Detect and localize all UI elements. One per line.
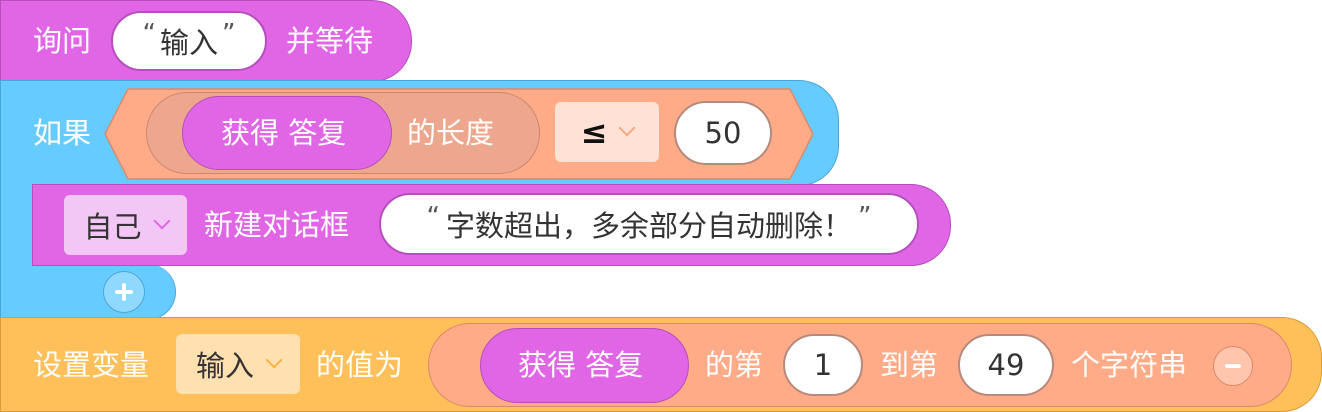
ask-block-label: 询问 xyxy=(33,24,92,58)
if-block-footer xyxy=(0,264,176,320)
answer-reporter[interactable] xyxy=(480,328,689,403)
minus-icon xyxy=(1225,364,1241,368)
chevron-down-icon xyxy=(153,212,170,230)
set-variable-label: 设置变量 xyxy=(33,348,150,382)
add-branch-button[interactable] xyxy=(103,271,145,313)
answer-reporter-label: 获得 答复 xyxy=(221,116,347,150)
compare-value-input[interactable]: 50 xyxy=(674,101,772,165)
target-sprite-dropdown[interactable]: 自己 xyxy=(64,195,187,255)
variable-dropdown[interactable]: 输入 xyxy=(176,334,300,394)
operator-dropdown[interactable]: ≤ xyxy=(555,102,659,162)
plus-icon xyxy=(115,283,133,301)
value-label: 的值为 xyxy=(316,348,404,382)
substring-end-label: 个字符串 xyxy=(1071,348,1188,382)
from-label: 的第 xyxy=(705,348,764,382)
answer-reporter[interactable] xyxy=(182,96,392,170)
chevron-down-icon xyxy=(265,351,283,369)
from-index-input[interactable]: 1 xyxy=(783,334,863,396)
answer-reporter-label: 获得 答复 xyxy=(518,348,644,382)
to-index-input[interactable]: 49 xyxy=(958,334,1054,396)
remove-argument-button[interactable] xyxy=(1213,346,1253,386)
dialog-message-input[interactable]: “ 字数超出，多余部分自动删除！ ” xyxy=(379,193,919,255)
ask-block-suffix: 并等待 xyxy=(286,24,374,58)
if-block-label: 如果 xyxy=(33,116,92,150)
new-dialog-label: 新建对话框 xyxy=(204,208,350,242)
to-label: 到第 xyxy=(880,348,939,382)
chevron-down-icon xyxy=(618,119,636,137)
ask-text-input[interactable]: “ 输入 ” xyxy=(111,11,267,71)
length-label: 的长度 xyxy=(407,116,495,150)
